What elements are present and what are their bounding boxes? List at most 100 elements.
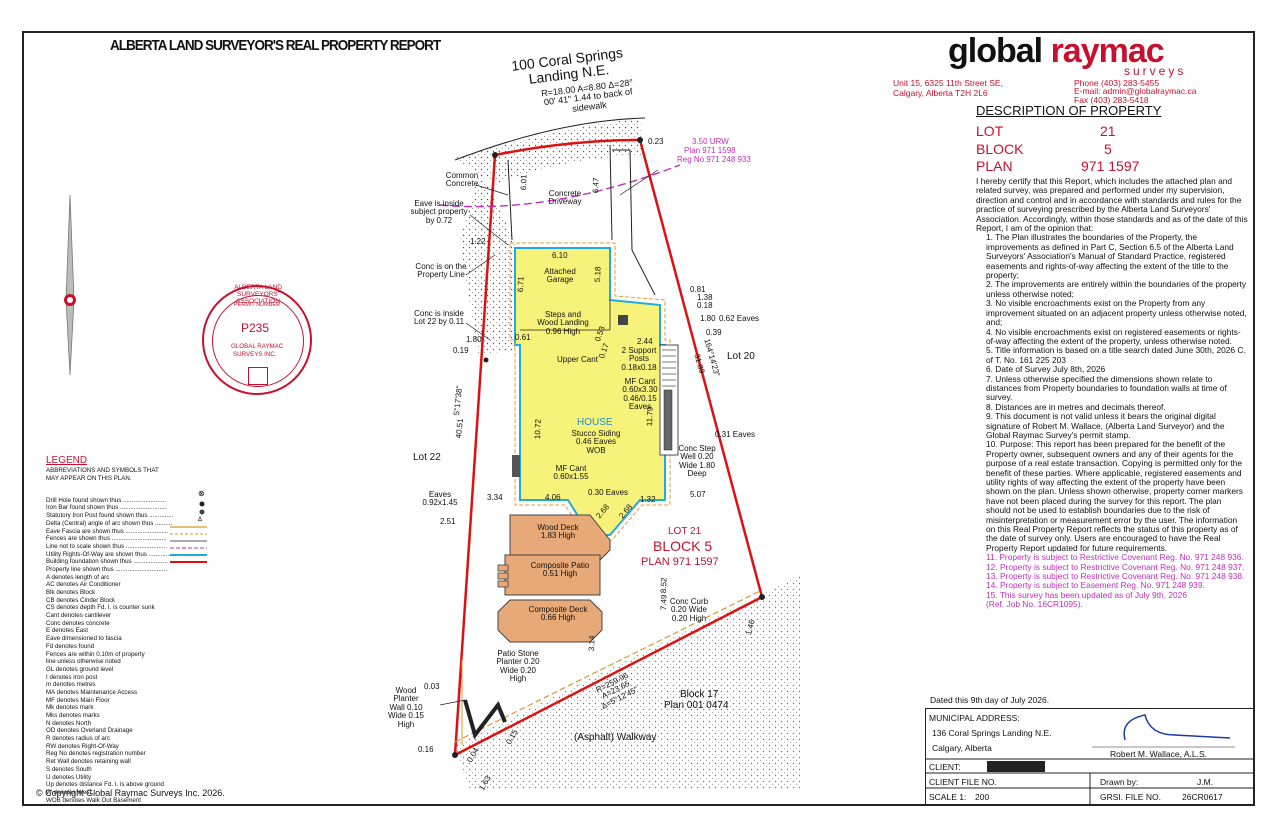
legend-abbr: CS denotes depth Fd. I. is counter sunk [46,604,155,612]
urw-label: 3.50 URW [692,137,729,146]
legend-abbr: Mks denotes marks [46,712,100,720]
cert-note: (Ref. Job No. 16CR1095). [986,599,1083,610]
dimension-label: 6.10 [552,251,568,260]
urw-label: Plan 971 1598 [684,146,736,155]
municipal-address-1: 136 Coral Springs Landing N.E. [932,728,1052,738]
legend-symbol: Fences are shown thus ..................… [46,535,167,543]
composite-patio-shape [504,554,601,596]
drawn-by-label: Drawn by: [1100,777,1139,787]
municipal-address-2: Calgary, Alberta [932,743,992,753]
legend-abbr: MF denotes Main Floor [46,696,110,704]
dated-line: Dated this 9th day of July 2026. [930,695,1050,705]
dimension-label: 7.49 [659,594,669,611]
dimension-label: 1.38 [697,293,713,302]
lot-value: 21 [1100,123,1116,139]
legend-abbr: Blk denotes Block [46,589,96,597]
step-well-label: Conc Step Well 0.20 Wide 1.80 Deep [678,444,716,479]
legend-symbol: Iron Bar found shown thus ..............… [46,504,167,512]
eaves-box-label: Eaves 0.92x1.45 [422,490,458,508]
cert-item: 4. No visible encroachments exist on reg… [986,326,1241,346]
patio-label: Composite Patio 0.51 High [530,561,590,579]
support-posts-label: 2 Support Posts 0.18x0.18 [621,346,657,372]
mf-cant-label: MF Cant 0.60x3.30 0.46/0.15 Eaves [622,377,658,412]
legend-symbol: Property line shown thus ...............… [46,565,168,573]
legend-abbr: CB denotes Cinder Block [46,596,116,604]
drawn-by-value: J.M. [1197,777,1214,787]
cert-note: 12. Property is subject to Restrictive C… [986,561,1245,572]
composite-deck-label: Composite Deck 0.66 High [528,605,588,623]
legend-abbr: MA denotes Maintenance Access [46,688,138,696]
dimension-label: 0.23 [648,137,664,146]
cert-note: 14. Property is subject to Easement Reg.… [986,580,1205,591]
legend-abbr: Cant denotes cantilever [46,612,112,620]
dimension-label: 0.19 [453,346,469,355]
patio-stone-label: Patio Stone Planter 0.20 Wide 0.20 High [496,649,540,684]
legend-abbr: R denotes radius of arc [46,735,110,743]
legend-symbol: Drill Hole found shown thus ............… [46,496,167,504]
property-heading: DESCRIPTION OF PROPERTY [976,103,1162,118]
steps-label: Steps and Wood Landing 0.96 High [537,310,589,336]
rear-property-line [454,595,763,757]
urw-label: Reg No.971 248 933 [677,155,751,164]
dimension-label: 6.01 [519,174,529,191]
plan-value: 971 1597 [1081,158,1140,174]
upper-cant-label: Upper Cant [557,355,598,364]
legend-symbol: Delta (Central) angle of arc shown thus … [46,519,173,527]
legend-abbr: m denotes metres [46,681,96,689]
dimension-label: 0.39 [706,328,722,337]
eaves-label: 0.30 Eaves [588,488,629,497]
cert-item: 9. This document is not valid unless it … [986,411,1225,440]
dimension-label: 5.07 [690,490,706,499]
dimension-label: 1.22 [470,237,486,246]
dimension-label: 3.14 [587,635,597,652]
cert-item: 1. The Plan illustrates the boundaries o… [986,232,1234,281]
wood-deck-label: Wood Deck 1.83 High [537,523,579,541]
legend-abbr: GL denotes ground level [46,665,114,673]
dimension-label: 11.79 [645,406,655,427]
dimension-label: 4.06 [545,493,561,502]
legend-abbr: Reg No denotes registration number [46,750,146,758]
block-label: BLOCK [976,141,1024,157]
legend-abbr: E denotes East [46,627,88,635]
client-file-label: CLIENT FILE NO. [929,777,997,787]
title-block [925,708,1255,805]
plan0474-label: Plan 001 0474 [664,700,729,711]
stamp-name-1: GLOBAL RAYMAC [231,343,284,350]
legend-heading: LEGEND [46,455,88,466]
company-fax: Fax (403) 283-5418 [1074,95,1149,105]
legend-sub: ABBREVIATIONS AND SYMBOLS THAT [46,467,159,475]
dimension-label: 6.71 [516,276,526,293]
legend-abbr: A denotes length of arc [46,573,110,581]
legend-symbol-samples: ⊗ Δ [170,489,207,563]
block5-label: BLOCK 5 [653,538,713,554]
legend-abbr: Fd denotes found [46,642,95,650]
cert-note: 15. This survey has been updated as of J… [986,589,1187,600]
lot20-label: Lot 20 [727,351,755,362]
mf-cant-2-label: MF Cant 0.60x1.55 [553,464,589,482]
legend-abbr: U denotes Utility [46,773,92,781]
north-arrow [65,194,75,376]
stamp-emblem [248,367,268,385]
legend-abbr: Mk denotes mark [46,704,94,712]
legend-abbr: Up denotes distance Fd. I. is above grou… [46,781,164,789]
stamp-number: P235 [241,321,270,335]
report-sheet [22,31,1255,806]
cert-note: 13. Property is subject to Restrictive C… [986,571,1245,582]
cert-item: 10. Purpose: This report has been prepar… [986,439,1243,553]
dimension-label: 10.72 [533,418,543,440]
stamp-ring: ALBERTA LAND SURVEYORS' ASSOCIATION [234,284,282,305]
legend-abbr: Conc denotes concrete [46,619,110,627]
company-address-2: Calgary, Alberta T2H 2L6 [893,88,988,98]
composite-deck-shape [497,599,603,643]
legend-abbr: OD denotes Overland Drainage [46,727,133,735]
legend-symbol: Statutory Iron Post found shown thus ...… [46,512,174,520]
lot22-label: Lot 22 [413,452,441,463]
dimension-label: 0.31 Eaves [715,430,756,439]
company-email: E-mail: admin@globalraymac.ca [1074,86,1197,96]
client-redacted [987,761,1045,772]
conc-curb-label: Conc Curb 0.20 Wide 0.20 High [669,597,709,623]
dimension-label: 1.80 [700,314,716,323]
dimension-label: 3.34 [487,493,503,502]
svg-text:Δ: Δ [198,517,202,523]
